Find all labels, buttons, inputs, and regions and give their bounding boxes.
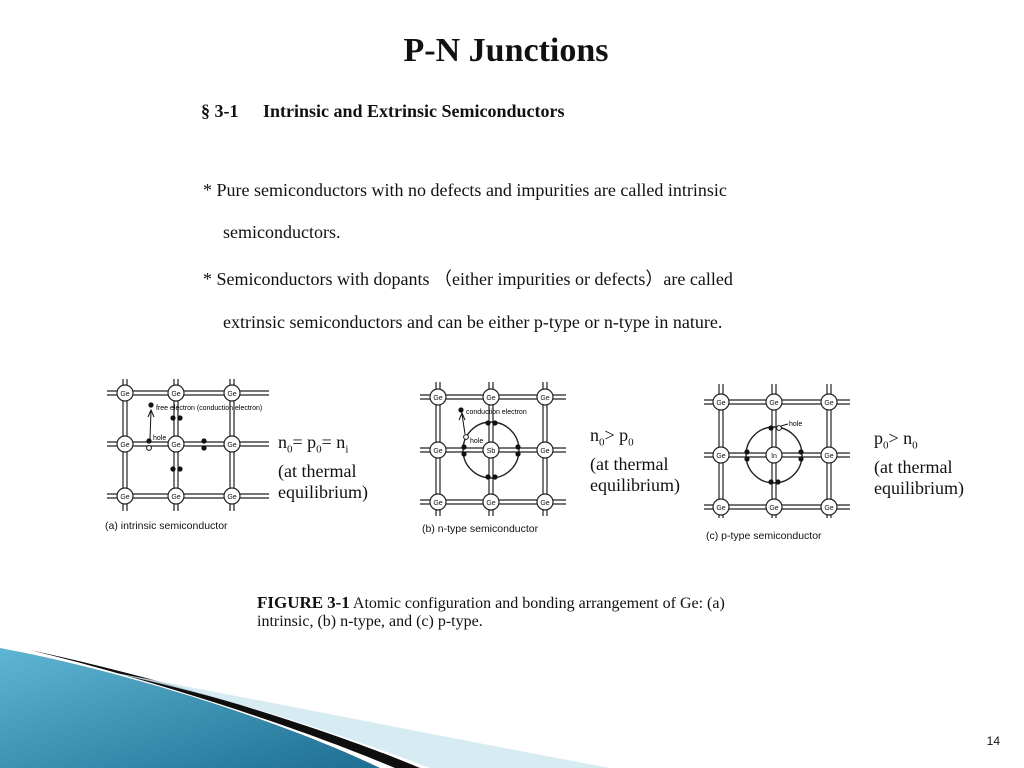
swoosh-dark-band bbox=[30, 650, 420, 768]
section-heading: § 3-1 Intrinsic and Extrinsic Semiconduct… bbox=[201, 101, 565, 122]
swoosh-blue-shape bbox=[0, 648, 380, 768]
svg-text:Ge: Ge bbox=[433, 500, 442, 507]
svg-text:Ge: Ge bbox=[171, 391, 180, 398]
swoosh-light-band bbox=[100, 670, 610, 768]
svg-text:Ge: Ge bbox=[433, 448, 442, 455]
svg-text:Ge: Ge bbox=[540, 500, 549, 507]
svg-text:Ge: Ge bbox=[716, 505, 725, 512]
bullet-2-line-1: * Semiconductors with dopants （either im… bbox=[203, 269, 733, 289]
bullet-1-line-2: semiconductors. bbox=[223, 222, 341, 242]
relation-c-line-3: equilibrium) bbox=[874, 477, 964, 498]
dopant-label-sb: Sb bbox=[487, 448, 496, 455]
section-number: § 3-1 bbox=[201, 101, 239, 121]
relation-c-formula: p0> n0 bbox=[874, 428, 918, 452]
relation-b-line-3: equilibrium) bbox=[590, 474, 680, 495]
figure-b: Ge Ge Ge Ge Sb Ge Ge Ge Ge conduction el… bbox=[418, 380, 568, 535]
svg-text:Ge: Ge bbox=[540, 448, 549, 455]
svg-text:Ge: Ge bbox=[824, 453, 833, 460]
svg-text:Ge: Ge bbox=[769, 400, 778, 407]
relation-a-line-3: equilibrium) bbox=[278, 481, 368, 502]
relation-a-line-2: (at thermal bbox=[278, 460, 357, 481]
svg-text:Ge: Ge bbox=[171, 442, 180, 449]
relation-b-formula: n0> p0 bbox=[590, 425, 634, 449]
dopant-label-in: In bbox=[771, 453, 777, 460]
relation-a-formula: n0= p0= ni bbox=[278, 432, 349, 456]
svg-text:Ge: Ge bbox=[824, 400, 833, 407]
svg-text:Ge: Ge bbox=[171, 494, 180, 501]
bullet-1-line-1: * Pure semiconductors with no defects an… bbox=[203, 180, 727, 200]
svg-text:hole: hole bbox=[789, 421, 802, 428]
relation-b: n0> p0 (at thermal equilibrium) bbox=[590, 425, 680, 496]
svg-text:Ge: Ge bbox=[227, 442, 236, 449]
svg-text:hole: hole bbox=[470, 438, 483, 445]
n-type-lattice-diagram: Ge Ge Ge Ge Sb Ge Ge Ge Ge conduction el… bbox=[420, 382, 566, 516]
svg-text:Ge: Ge bbox=[227, 391, 236, 398]
relation-b-line-2: (at thermal bbox=[590, 453, 669, 474]
svg-text:Ge: Ge bbox=[120, 442, 129, 449]
figure-b-caption: (b) n-type semiconductor bbox=[422, 523, 539, 535]
p-type-lattice-diagram: Ge Ge Ge Ge In Ge Ge Ge Ge hole bbox=[704, 384, 850, 518]
svg-text:Ge: Ge bbox=[120, 494, 129, 501]
figure-a-caption: (a) intrinsic semiconductor bbox=[105, 520, 228, 532]
svg-text:Ge: Ge bbox=[824, 505, 833, 512]
section-title: Intrinsic and Extrinsic Semiconductors bbox=[263, 101, 565, 121]
relation-c: p0> n0 (at thermal equilibrium) bbox=[874, 428, 964, 499]
figure-c: Ge Ge Ge Ge In Ge Ge Ge Ge hole (c) p-ty… bbox=[702, 382, 852, 542]
svg-text:Ge: Ge bbox=[540, 395, 549, 402]
hole-label: hole bbox=[153, 435, 166, 442]
atom-label: Ge bbox=[120, 391, 129, 398]
relation-a: n0= p0= ni (at thermal equilibrium) bbox=[278, 432, 368, 503]
figure-number: 3-1 bbox=[327, 593, 350, 612]
svg-text:Ge: Ge bbox=[486, 395, 495, 402]
svg-text:Ge: Ge bbox=[716, 453, 725, 460]
bullet-2-line-2: extrinsic semiconductors and can be eith… bbox=[223, 312, 723, 332]
figure-caption-line-1: Atomic configuration and bonding arrange… bbox=[352, 595, 725, 612]
figure-caption-line-2: intrinsic, (b) n-type, and (c) p-type. bbox=[257, 613, 483, 630]
figure-caption: FIGURE 3-1 Atomic configuration and bond… bbox=[257, 594, 817, 631]
figure-a: Ge Ge Ge Ge Ge Ge Ge Ge Ge free electron… bbox=[103, 377, 273, 532]
svg-text:Ge: Ge bbox=[433, 395, 442, 402]
conduction-electron-label: conduction electron bbox=[466, 409, 527, 416]
slide-title: P-N Junctions bbox=[403, 32, 609, 69]
svg-text:Ge: Ge bbox=[227, 494, 236, 501]
svg-text:Ge: Ge bbox=[716, 400, 725, 407]
page-number: 14 bbox=[986, 734, 1000, 748]
figure-c-caption: (c) p-type semiconductor bbox=[706, 530, 822, 542]
relation-c-line-2: (at thermal bbox=[874, 456, 953, 477]
svg-text:Ge: Ge bbox=[486, 500, 495, 507]
free-electron-label: free electron (conduction electron) bbox=[156, 405, 262, 412]
figure-label: FIGURE bbox=[257, 593, 324, 612]
intrinsic-lattice-diagram: Ge Ge Ge Ge Ge Ge Ge Ge Ge free electron… bbox=[107, 379, 269, 511]
decorative-swoosh bbox=[0, 648, 610, 768]
svg-text:Ge: Ge bbox=[769, 505, 778, 512]
